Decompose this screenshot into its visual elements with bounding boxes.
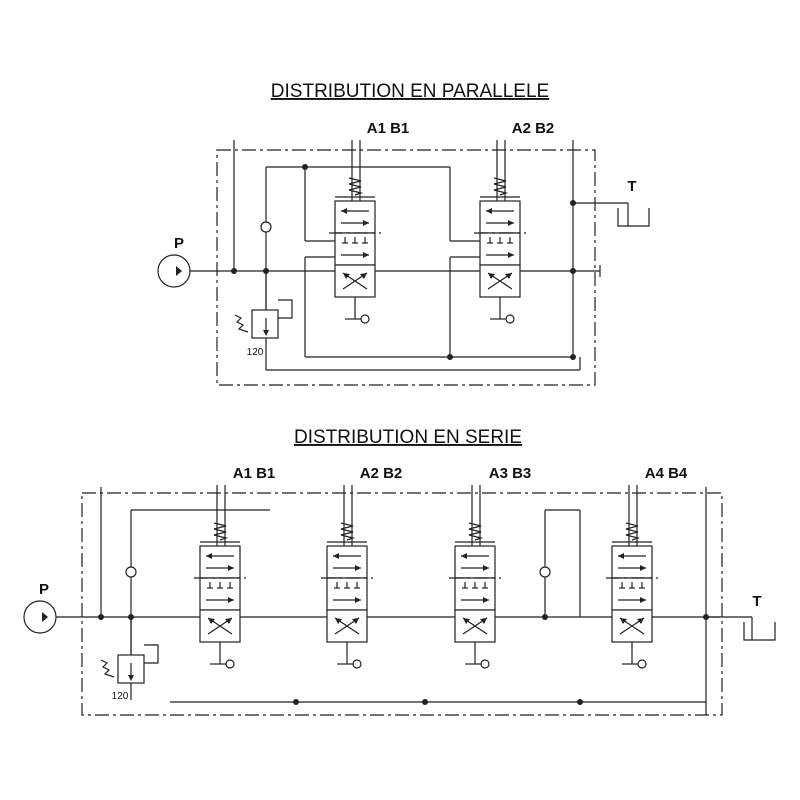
parallel-pump-label: P (174, 235, 184, 252)
parallel-pump-icon (157, 254, 191, 288)
series-tank-label: T (752, 593, 761, 610)
parallel-tank-icon (617, 203, 650, 227)
parallel-port-label-2: A2 B2 (512, 120, 555, 137)
series-section: DISTRIBUTION EN SERIE P T (23, 427, 776, 716)
series-relief-valve-icon (100, 617, 159, 684)
check-valve-icon (260, 221, 272, 233)
parallel-relief-setting: 120 (247, 347, 264, 358)
series-pump-label: P (39, 581, 49, 598)
parallel-section: DISTRIBUTION EN PARALLELE (157, 81, 650, 386)
series-tank-icon (743, 617, 776, 641)
series-port-label-2: A2 B2 (360, 465, 403, 482)
series-port-label-3: A3 B3 (489, 465, 532, 482)
series-valve-2-icon (321, 485, 373, 669)
parallel-valve-2-icon (474, 140, 526, 324)
parallel-port-label-1: A1 B1 (367, 120, 410, 137)
series-relief-setting: 120 (112, 691, 129, 702)
series-valve-3-icon (449, 485, 501, 669)
series-valve-4-icon (606, 485, 658, 669)
parallel-relief-valve-icon (234, 271, 293, 339)
series-check-valve-2-icon (539, 566, 551, 578)
parallel-valve-1-icon (329, 140, 381, 324)
series-port-label-1: A1 B1 (233, 465, 276, 482)
parallel-tank-label: T (627, 178, 636, 195)
parallel-enclosure (216, 149, 596, 386)
series-valve-1-icon (194, 485, 246, 669)
parallel-title: DISTRIBUTION EN PARALLELE (271, 81, 549, 102)
series-port-label-4: A4 B4 (645, 465, 688, 482)
series-check-valve-1-icon (125, 566, 137, 578)
series-title: DISTRIBUTION EN SERIE (294, 427, 522, 448)
series-enclosure (81, 492, 723, 716)
series-pump-icon (23, 600, 57, 634)
